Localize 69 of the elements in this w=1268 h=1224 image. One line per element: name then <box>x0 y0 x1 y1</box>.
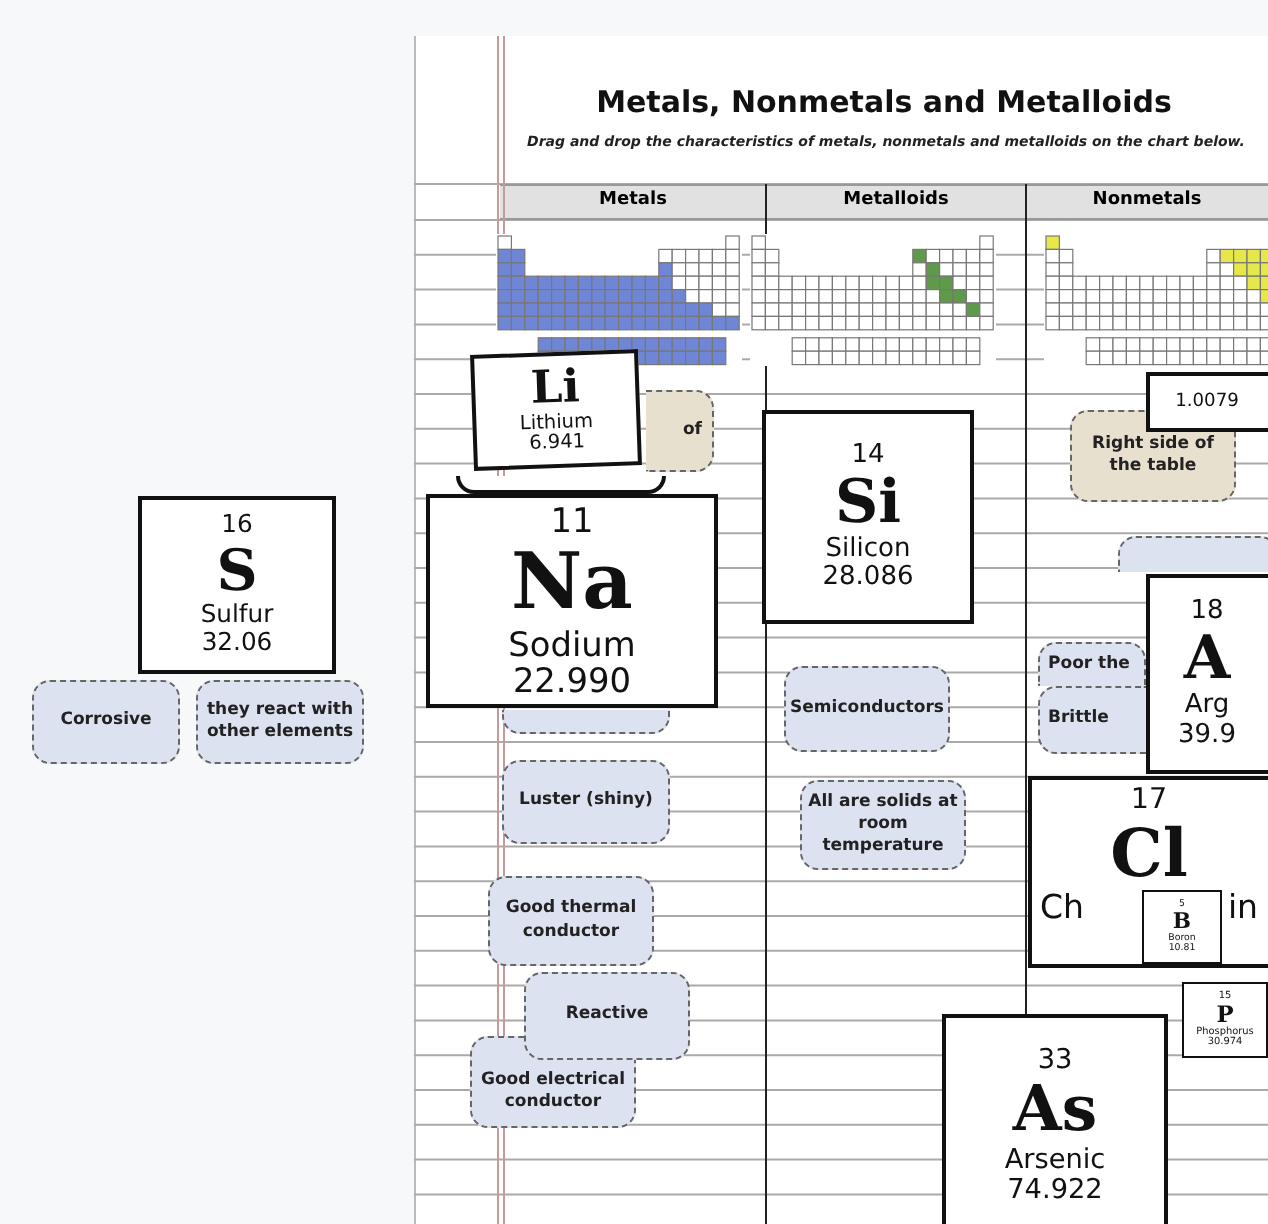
element-card <box>1146 372 1268 432</box>
characteristic-label: All are solids at room temperature <box>808 791 958 859</box>
characteristic-card <box>502 760 670 844</box>
atomic-number: 18 <box>1190 598 1224 627</box>
element-card <box>1146 574 1268 774</box>
element-symbol: As <box>1012 1076 1098 1146</box>
atomic-number: 33 <box>1037 1046 1073 1077</box>
characteristic-label: Corrosive <box>60 710 152 734</box>
characteristic-card <box>800 780 966 870</box>
element-name: Lithium <box>519 412 594 435</box>
atomic-number: 16 <box>221 512 253 541</box>
characteristic-card <box>1118 536 1268 572</box>
characteristic-label: Brittle <box>1048 708 1109 732</box>
element-card <box>456 476 666 494</box>
column-header: Nonmetals <box>1090 190 1204 210</box>
element-card <box>942 1014 1168 1224</box>
element-card <box>426 494 718 708</box>
element-name: Arsenic <box>1004 1145 1106 1176</box>
atomic-mass: 74.922 <box>1007 1175 1103 1206</box>
characteristic-card <box>646 390 714 472</box>
atomic-mass: 39.9 <box>1178 721 1236 750</box>
column-header: Metalloids <box>841 190 951 210</box>
characteristic-card <box>524 972 690 1060</box>
atomic-number: 14 <box>851 441 885 470</box>
atomic-mass: 32.06 <box>201 629 273 658</box>
element-name: Silicon <box>825 535 911 564</box>
characteristic-label: of <box>682 419 702 443</box>
characteristic-card <box>196 680 364 764</box>
characteristic-card <box>502 710 670 734</box>
element-name: Arg <box>1184 692 1230 722</box>
worksheet-title: Metals, Nonmetals and Metalloids <box>594 84 1174 120</box>
characteristic-label: Poor the <box>1048 653 1130 677</box>
characteristic-card <box>784 666 950 752</box>
element-card <box>138 496 336 674</box>
element-symbol: S <box>216 540 258 603</box>
characteristic-card <box>1038 642 1146 686</box>
element-card <box>762 410 974 624</box>
element-symbol: Cl <box>1110 817 1188 891</box>
element-card <box>1028 776 1268 968</box>
atomic-mass: 6.941 <box>528 433 586 458</box>
element-card <box>1182 982 1268 1058</box>
element-card <box>1142 890 1222 964</box>
element-symbol: P <box>1216 1002 1234 1028</box>
characteristic-label: Reactive <box>565 1004 649 1028</box>
characteristic-card <box>488 876 654 966</box>
characteristic-label: Right side of the table <box>1090 433 1216 479</box>
atomic-mass: 22.990 <box>512 662 632 700</box>
element-name: Ch <box>1040 890 1084 927</box>
characteristic-label: they react with other elements <box>204 699 356 745</box>
characteristic-label: Semiconductors <box>790 697 944 721</box>
element-symbol: A <box>1183 626 1231 693</box>
element-symbol: Si <box>834 469 902 536</box>
characteristic-label: Good thermal conductor <box>503 898 639 944</box>
characteristic-card <box>32 680 180 764</box>
element-symbol: Li <box>530 363 581 415</box>
characteristic-card <box>1038 686 1146 754</box>
characteristic-label: Luster (shiny) <box>519 790 653 814</box>
atomic-mass: 28.086 <box>822 564 914 593</box>
characteristic-label: Good electrical conductor <box>478 1069 628 1114</box>
element-name: Sulfur <box>200 602 274 630</box>
element-card <box>470 349 642 471</box>
element-symbol: Na <box>511 539 633 626</box>
atomic-number: 11 <box>550 502 594 540</box>
element-symbol: B <box>1172 909 1192 934</box>
element-name: Sodium <box>508 625 636 663</box>
atomic-number: 17 <box>1130 786 1168 818</box>
column-header: Metals <box>597 190 669 210</box>
element-name: in <box>1227 890 1258 927</box>
atomic-mass: 1.0079 <box>1175 392 1239 412</box>
